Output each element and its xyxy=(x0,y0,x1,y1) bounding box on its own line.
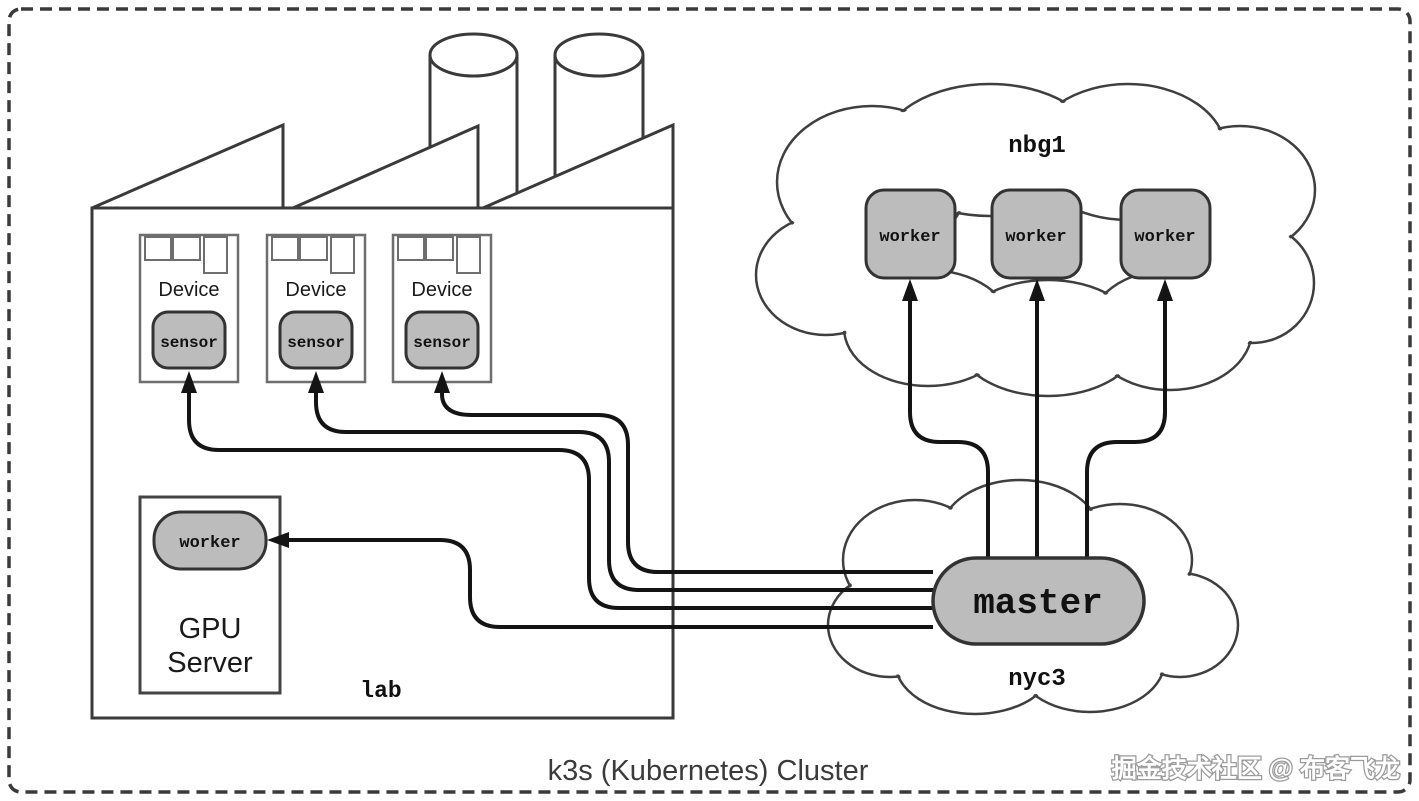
lab-label: lab xyxy=(360,678,401,704)
gpu-worker-label: worker xyxy=(179,534,240,553)
sensor-label: sensor xyxy=(287,334,345,352)
nbg1-workers: worker worker worker xyxy=(864,188,1212,280)
worker-label: worker xyxy=(1005,228,1066,247)
arrowhead-up-icon xyxy=(181,371,197,393)
arrow-master-to-sensor-2 xyxy=(314,392,933,592)
sensor-label: sensor xyxy=(413,334,471,352)
arrow-master-to-gpu-worker xyxy=(288,538,933,629)
worker-node xyxy=(990,188,1083,280)
gpu-title-line2: Server xyxy=(167,647,253,679)
sensor-node xyxy=(404,310,480,370)
arrowhead-up-icon xyxy=(902,279,918,301)
master-node xyxy=(931,556,1146,646)
device-box: Device sensor xyxy=(138,233,240,384)
device-box: Device sensor xyxy=(391,233,493,384)
master-group: master xyxy=(931,556,1146,646)
chip-icon xyxy=(172,236,201,261)
device-box: Device sensor xyxy=(265,233,367,384)
diagram-caption: k3s (Kubernetes) Cluster xyxy=(548,755,869,787)
gpu-server-box: worker GPU Server xyxy=(138,495,282,695)
arrow-master-to-worker-1 xyxy=(908,300,990,558)
worker-node xyxy=(864,188,957,280)
roof-triangle xyxy=(91,122,285,210)
device-label: Device xyxy=(285,279,346,301)
arrowhead-up-icon xyxy=(1157,279,1173,301)
chip-icon xyxy=(203,236,228,274)
arrowhead-up-icon xyxy=(1029,279,1045,301)
chip-icon xyxy=(299,236,328,261)
arrow-master-to-sensor-1 xyxy=(187,392,933,610)
roof-triangle xyxy=(292,123,480,210)
arrowhead-up-icon xyxy=(434,371,450,393)
sensor-node xyxy=(278,310,354,370)
chip-icon xyxy=(456,236,481,274)
worker-node xyxy=(1119,188,1212,280)
device-label: Device xyxy=(411,279,472,301)
chip-icon xyxy=(425,236,454,261)
worker-label: worker xyxy=(879,228,940,247)
arrowhead-up-icon xyxy=(308,371,324,393)
gpu-title-line1: GPU xyxy=(179,613,242,645)
chip-icon xyxy=(271,236,299,261)
sensor-node xyxy=(151,310,227,370)
dashed-border xyxy=(7,7,1412,794)
worker-label: worker xyxy=(1134,228,1195,247)
nyc3-label: nyc3 xyxy=(1008,666,1066,693)
sensor-label: sensor xyxy=(160,334,218,352)
chip-icon xyxy=(144,236,172,261)
arrow-master-to-sensor-3 xyxy=(440,392,933,574)
chip-icon xyxy=(330,236,355,274)
watermark: 掘金技术社区 @ 布客飞龙 xyxy=(1112,754,1400,783)
arrowhead-left-icon xyxy=(267,532,289,548)
master-label: master xyxy=(973,583,1103,624)
nbg1-label: nbg1 xyxy=(1008,133,1066,160)
arrow-master-to-worker-3 xyxy=(1085,300,1167,558)
device-label: Device xyxy=(158,279,219,301)
chip-icon xyxy=(397,236,425,261)
gpu-worker-node xyxy=(152,510,268,571)
wires xyxy=(181,279,1173,629)
